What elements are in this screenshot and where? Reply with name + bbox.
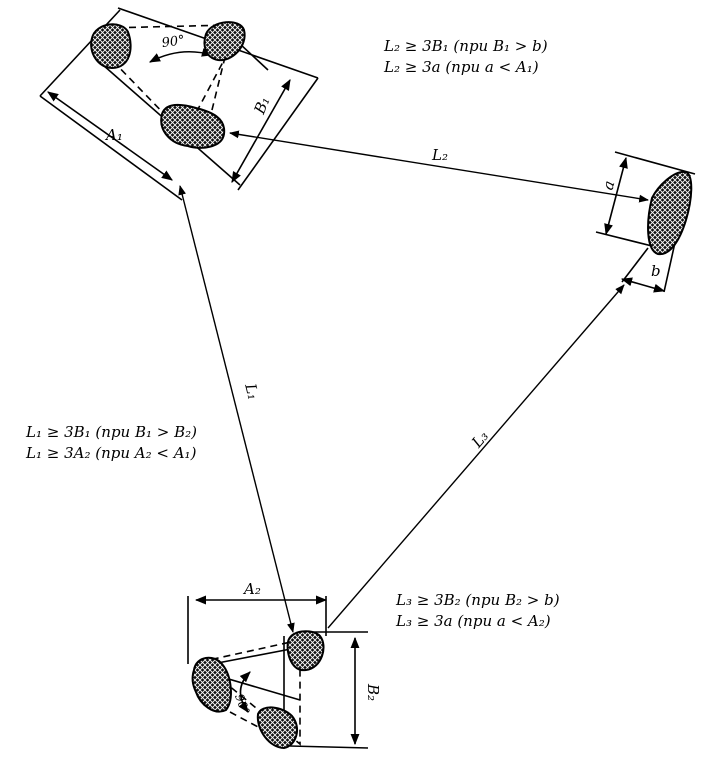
angle-arc-top [149, 47, 214, 63]
dashed-triangle-bottom [198, 639, 301, 746]
formula-l2-line-2: L₂ ≥ 3a (при a < A₁) [384, 58, 539, 76]
dim-label-b2: B₂ [364, 683, 382, 701]
dim-label-a2: A₂ [242, 580, 261, 598]
support-blob-3 [160, 103, 226, 149]
dimension-b-line [620, 277, 666, 293]
support-blob-4 [286, 630, 325, 672]
angle-label-top: 90° [161, 33, 186, 51]
angle-arc-bottom [238, 671, 251, 713]
formula-block-l1: L₁ ≥ 3B₁ (при B₁ > B₂) L₁ ≥ 3A₂ (при A₂ … [26, 422, 197, 464]
outline-bottom-base [289, 745, 369, 749]
formula-block-l3: L₃ ≥ 3B₂ (при B₂ > b) L₃ ≥ 3a (при a < A… [396, 590, 560, 632]
outline-right-edge [237, 77, 319, 191]
formula-l1-line-2: L₁ ≥ 3A₂ (при A₂ < A₁) [26, 444, 197, 462]
supports-top-left [90, 21, 246, 149]
formula-l3-line-1: L₃ ≥ 3B₂ (при B₂ > b) [396, 591, 560, 609]
outline-bottom-edge [39, 95, 183, 201]
dimension-a1-line [47, 91, 173, 181]
dimension-b1-line [231, 79, 291, 183]
formula-l3-line-2: L₃ ≥ 3a (при a < A₂) [396, 612, 551, 630]
support-blob-2 [203, 21, 246, 62]
dim-label-a1: A₁ [104, 126, 123, 144]
formula-l2-line-1: L₂ ≥ 3B₁ (при B₁ > b) [384, 37, 548, 55]
dist-label-l3: L₃ [467, 427, 492, 452]
supports-bottom [191, 630, 325, 750]
formula-block-l2: L₂ ≥ 3B₁ (при B₁ > b) L₂ ≥ 3a (при a < A… [384, 36, 548, 78]
distance-line-l3 [327, 284, 625, 629]
outline-right-top [614, 151, 696, 175]
angle-label-bottom: 90° [232, 692, 252, 717]
support-blob-5 [191, 656, 232, 713]
distance-lines [178, 130, 649, 633]
dim-label-b: b [651, 262, 661, 280]
support-blob-right [647, 170, 693, 256]
distance-line-l2 [229, 130, 649, 203]
dim-label-b1: B₁ [250, 94, 273, 117]
dim-label-a: a [599, 179, 619, 192]
formula-l1-line-1: L₁ ≥ 3B₁ (при B₁ > B₂) [26, 423, 197, 441]
support-blob-6 [256, 706, 299, 750]
dist-label-l2: L₂ [431, 146, 448, 164]
distance-line-l1 [178, 185, 295, 633]
support-blob-1 [90, 23, 132, 70]
dist-label-l1: L₁ [241, 381, 263, 402]
